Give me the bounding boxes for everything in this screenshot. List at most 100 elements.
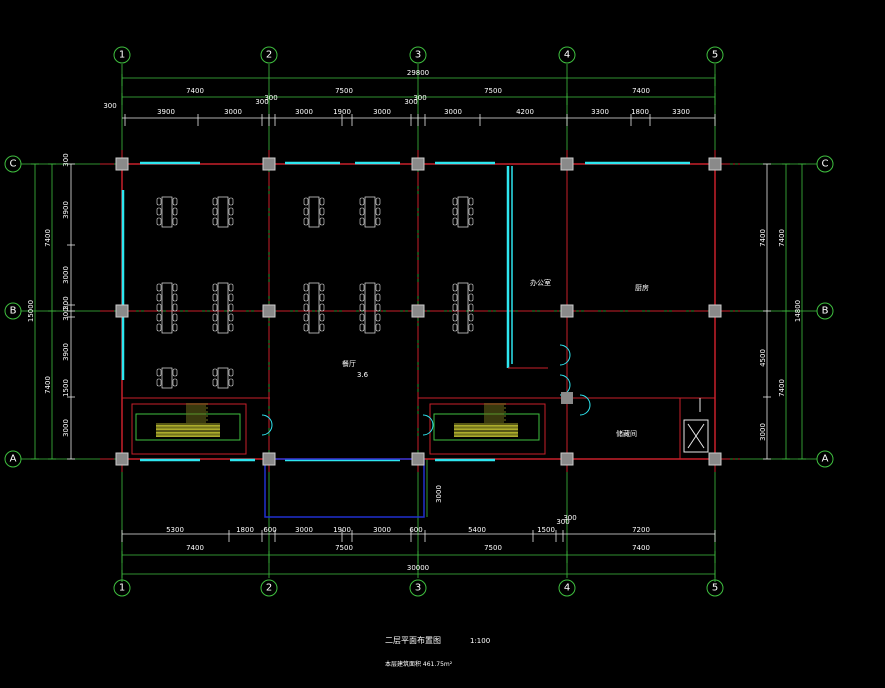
- door-swing: [559, 344, 571, 366]
- axis-label-3: 3: [415, 583, 421, 594]
- dimension-text: 3900: [62, 343, 70, 361]
- chair: [468, 283, 474, 292]
- dimension-text: 4500: [759, 349, 767, 367]
- dimension-text: 3000: [373, 108, 391, 116]
- drawing-title: 二层平面布置图: [385, 635, 441, 645]
- dimension-text: 1900: [333, 108, 351, 116]
- axis-label-C: C: [10, 159, 17, 170]
- structural-column: [708, 157, 722, 171]
- annotations: 餐厅 3.6 办公室 厨房 储藏间 二层平面布置图 1:100 本层建筑面积 4…: [342, 278, 649, 668]
- dimension-text: 3000: [62, 419, 70, 437]
- dimension-text: 300: [62, 153, 70, 166]
- chair: [212, 378, 218, 387]
- chair: [212, 313, 218, 322]
- dimension-bay-left: 7400: [44, 376, 52, 394]
- axis-label-1: 1: [119, 583, 125, 594]
- table: [217, 196, 229, 228]
- dimension-bay-right: 7400: [778, 229, 786, 247]
- chair: [228, 303, 234, 312]
- dimension-canopy: 3000: [435, 485, 443, 503]
- chair: [172, 207, 178, 216]
- structural-column: [262, 157, 276, 171]
- chair: [468, 323, 474, 332]
- structural-column: [411, 452, 425, 466]
- chair: [375, 217, 381, 226]
- chair: [172, 283, 178, 292]
- chair: [172, 293, 178, 302]
- dimension-text: 1800: [236, 526, 254, 534]
- chair: [156, 207, 162, 216]
- axis-bubble: [260, 579, 278, 597]
- dimension-bay-left: 7400: [44, 229, 52, 247]
- chair: [468, 217, 474, 226]
- chair: [156, 197, 162, 206]
- table: [364, 196, 376, 228]
- dimension-bay-top: 7500: [484, 87, 502, 95]
- chair: [212, 197, 218, 206]
- axis-bubble: [816, 155, 834, 173]
- axis-label-A: A: [10, 454, 17, 465]
- chair: [212, 368, 218, 377]
- dining-tables: [156, 196, 474, 389]
- dimension-text: 7200: [632, 526, 650, 534]
- axis-bubble: [260, 46, 278, 64]
- chair: [319, 207, 325, 216]
- axis-bubble: [4, 155, 22, 173]
- chair: [452, 197, 458, 206]
- chair: [303, 197, 309, 206]
- dimension-text: 3900: [157, 108, 175, 116]
- chair: [468, 207, 474, 216]
- structural-column: [262, 452, 276, 466]
- chair: [319, 323, 325, 332]
- dimension-bay-right: 7400: [778, 379, 786, 397]
- structural-column: [411, 304, 425, 318]
- chair: [375, 323, 381, 332]
- dimension-text: 300: [264, 94, 277, 102]
- dimension-bay-top: 7400: [186, 87, 204, 95]
- chair: [156, 368, 162, 377]
- room-label-office: 办公室: [530, 278, 551, 287]
- chair: [303, 313, 309, 322]
- chair: [452, 323, 458, 332]
- axis-label-C: C: [822, 159, 829, 170]
- chair: [319, 217, 325, 226]
- chair: [228, 378, 234, 387]
- axis-label-4: 4: [564, 50, 570, 61]
- chair: [375, 303, 381, 312]
- chair: [375, 293, 381, 302]
- dimension-text: 3000: [295, 108, 313, 116]
- chair: [452, 283, 458, 292]
- dimension-text: 300: [563, 514, 576, 522]
- chair: [212, 303, 218, 312]
- structural-column: [115, 452, 129, 466]
- door-swing: [422, 414, 434, 436]
- chair: [172, 197, 178, 206]
- axis-bubble: [558, 46, 576, 64]
- axis-label-A: A: [822, 454, 829, 465]
- chair: [212, 217, 218, 226]
- chair: [303, 293, 309, 302]
- table: [217, 367, 229, 389]
- dimension-text: 1800: [631, 108, 649, 116]
- axis-label-4: 4: [564, 583, 570, 594]
- dimension-text: 3300: [591, 108, 609, 116]
- structural-column: [115, 157, 129, 171]
- door-swing: [261, 414, 273, 436]
- dimension-text: 3000: [759, 423, 767, 441]
- chair: [319, 283, 325, 292]
- dimension-text: 3000: [295, 526, 313, 534]
- dimension-text: 5300: [166, 526, 184, 534]
- chair: [228, 217, 234, 226]
- dimension-text: 300: [404, 98, 417, 106]
- structural-column: [708, 452, 722, 466]
- chair: [319, 293, 325, 302]
- table: [457, 282, 469, 334]
- chair: [156, 283, 162, 292]
- chair: [172, 303, 178, 312]
- chair: [452, 207, 458, 216]
- axis-label-3: 3: [415, 50, 421, 61]
- structural-column: [560, 157, 574, 171]
- chair: [359, 303, 365, 312]
- chair: [303, 217, 309, 226]
